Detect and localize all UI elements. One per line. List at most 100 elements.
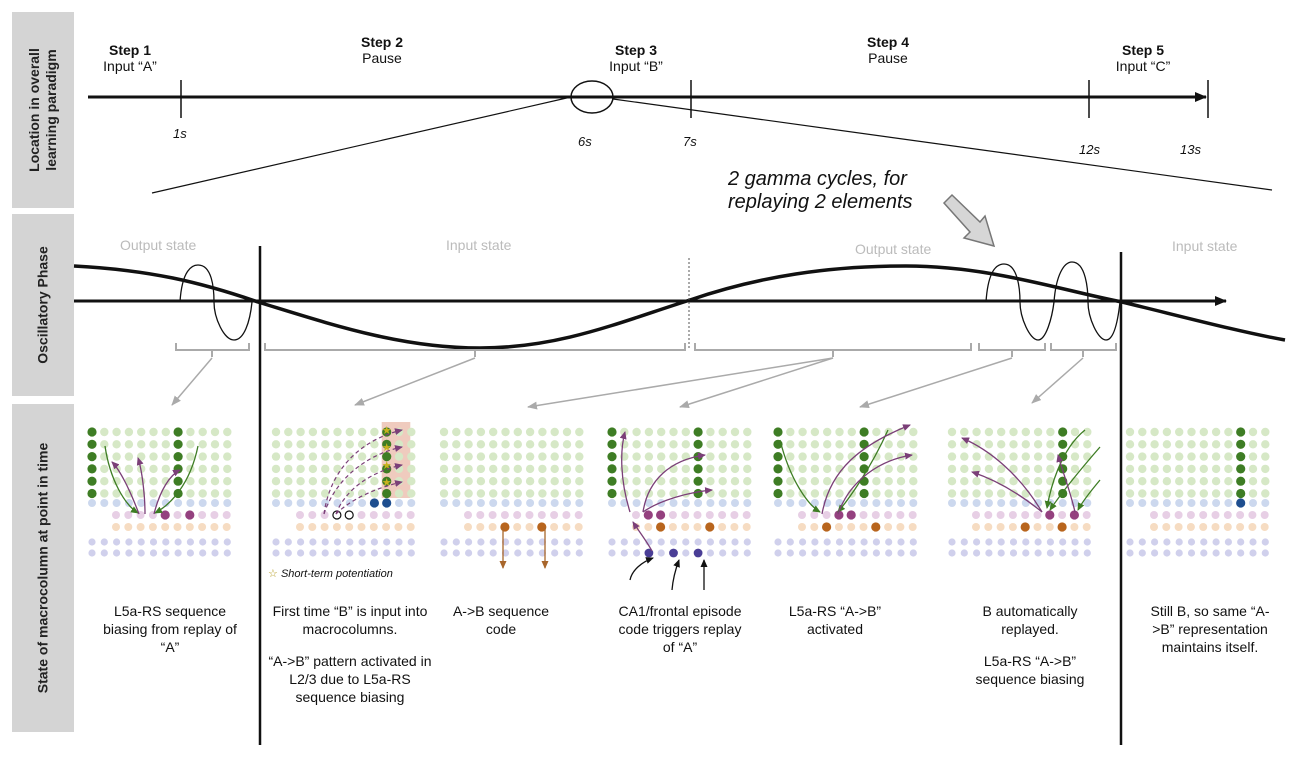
l23-neuron — [1138, 489, 1147, 498]
l5b-neuron — [562, 523, 571, 531]
l23-neuron — [1175, 427, 1184, 437]
l23-neuron — [464, 440, 473, 449]
l23-neuron — [1224, 427, 1233, 437]
l23-neuron — [161, 427, 170, 437]
l23-neuron — [173, 464, 183, 474]
l6-neuron — [309, 549, 317, 557]
l23-neuron — [1162, 489, 1172, 498]
l4-neuron — [1261, 499, 1270, 507]
l23-neuron — [452, 464, 461, 474]
l6-neuron — [526, 538, 534, 546]
l6-neuron — [1071, 549, 1079, 557]
l23-neuron — [1009, 464, 1018, 474]
l6-neuron — [885, 538, 893, 546]
l6-neuron — [477, 549, 485, 557]
l23-neuron — [669, 489, 678, 498]
l23-neuron — [271, 477, 281, 486]
l6-neuron — [526, 549, 534, 557]
l5a-neuron — [681, 511, 690, 519]
caption-6: B automatically replayed. L5a-RS “A->B” … — [955, 602, 1105, 702]
l23-neuron — [884, 477, 893, 486]
l23-neuron — [1211, 440, 1221, 449]
l23-neuron — [1125, 427, 1135, 437]
l23-neuron — [1211, 464, 1221, 474]
l23-neuron — [859, 452, 869, 462]
l23-neuron — [525, 452, 535, 461]
l6-neuron — [186, 549, 194, 557]
l23-neuron — [681, 464, 690, 474]
l6-neuron — [860, 538, 868, 546]
l6-neuron — [848, 538, 856, 546]
l23-neuron — [345, 427, 354, 437]
l23-neuron — [632, 452, 641, 461]
l23-neuron — [884, 440, 893, 449]
l23-neuron — [693, 476, 703, 486]
l23-neuron — [706, 477, 715, 486]
l23-neuron — [382, 488, 392, 499]
l6-neuron — [514, 538, 522, 546]
panel-4-arrow-purple-1 — [632, 521, 653, 552]
l23-neuron — [562, 427, 572, 437]
l23-neuron — [632, 477, 641, 486]
l23-neuron — [1224, 477, 1233, 486]
l5a-neuron — [730, 511, 739, 519]
gamma-cycle-2 — [985, 261, 1121, 341]
l23-neuron — [173, 476, 183, 486]
l6-neuron — [897, 538, 905, 546]
annotation-arrow-icon — [942, 193, 996, 248]
l23-neuron — [296, 440, 305, 449]
l23-neuron — [909, 427, 918, 437]
l23-neuron — [1021, 477, 1030, 486]
zoom-line-left — [151, 96, 572, 194]
l5a-neuron — [896, 511, 905, 519]
l23-neuron — [1187, 464, 1196, 474]
l23-neuron — [960, 452, 969, 461]
l6-neuron — [284, 549, 292, 557]
l4-neuron — [112, 499, 121, 507]
panel-5-arrow-green-1 — [779, 439, 821, 513]
l23-neuron — [464, 464, 473, 474]
l4-neuron — [161, 499, 170, 507]
l6-neuron — [1237, 549, 1245, 557]
l23-neuron — [1009, 427, 1018, 437]
l23-neuron — [786, 477, 795, 486]
l6-neuron — [321, 549, 329, 557]
l5b-neuron — [1008, 523, 1017, 531]
l23-neuron — [909, 452, 918, 461]
l23-neuron — [743, 489, 752, 498]
caption-1-line-1: L5a-RS sequence biasing from replay of “… — [103, 603, 237, 655]
l5a-neuron — [1033, 511, 1042, 519]
l6-neuron — [211, 538, 219, 546]
l23-neuron — [452, 427, 461, 437]
l4-neuron — [847, 499, 856, 507]
l6-neuron — [657, 538, 665, 546]
l23-neuron — [1033, 427, 1043, 437]
l6-neuron — [223, 549, 231, 557]
l23-neuron — [1248, 489, 1258, 498]
l23-neuron — [1058, 427, 1068, 437]
l5b-neuron — [1199, 523, 1208, 531]
l6-neuron — [1083, 538, 1091, 546]
l4-neuron — [137, 499, 146, 507]
l23-neuron — [1187, 440, 1196, 449]
l23-neuron — [1162, 477, 1172, 486]
l23-neuron — [810, 452, 820, 461]
caption-1: L5a-RS sequence biasing from replay of “… — [92, 602, 248, 670]
l4-neuron — [1138, 499, 1147, 507]
l23-neuron — [718, 489, 727, 498]
l23-neuron — [562, 477, 572, 486]
l23-neuron — [1162, 440, 1172, 449]
l23-neuron — [296, 464, 305, 474]
l23-neuron — [1248, 464, 1258, 474]
l6-neuron — [333, 538, 342, 546]
l23-neuron — [271, 440, 281, 449]
l23-neuron — [562, 452, 572, 461]
l5a-neuron — [1150, 511, 1158, 519]
l23-neuron — [100, 440, 109, 449]
l23-neuron — [1083, 464, 1092, 474]
l23-neuron — [370, 440, 379, 449]
l6-neuron — [823, 538, 831, 546]
l5b-neuron — [972, 523, 980, 531]
l5a-neuron — [1199, 511, 1208, 519]
l4-neuron — [984, 499, 993, 507]
